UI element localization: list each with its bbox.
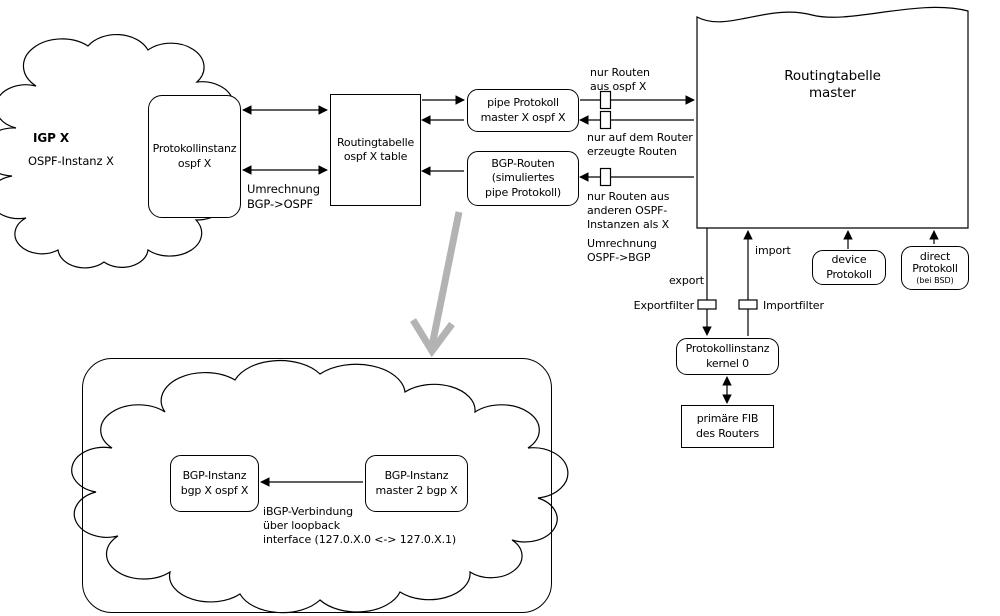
pipe-protokoll-box: pipe Protokoll master X ospf X: [467, 89, 579, 132]
bgp-routen-box: BGP-Routen (simuliertes pipe Protokoll): [467, 151, 579, 206]
filter-box: [599, 110, 612, 130]
protokollinstanz-ospf-box: Protokollinstanz ospf X: [148, 95, 241, 218]
device-protokoll-box: device Protokoll: [812, 250, 886, 285]
igp-cloud-subtitle: OSPF-Instanz X: [28, 154, 114, 168]
bgp-cloud-shape: [71, 359, 569, 614]
exportfilter-label: Exportfilter: [633, 299, 695, 312]
importfilter-label: Importfilter: [763, 299, 824, 312]
primaere-fib-box: primäre FIB des Routers: [681, 405, 774, 448]
bgp-instanz-ospf-box: BGP-Instanz bgp X ospf X: [170, 455, 259, 512]
umrechnung-bgp-ospf-label: Umrechnung BGP->OSPF: [247, 182, 320, 211]
nur-router-erzeugt-label: nur auf dem Router erzeugte Routen: [587, 131, 693, 159]
filter-box: [599, 167, 612, 187]
export-label: export: [668, 274, 704, 287]
import-filter-box: [738, 299, 758, 310]
routingtabelle-ospf-box: Routingtabelle ospf X table: [330, 94, 421, 206]
export-filter-box: [697, 299, 717, 310]
master-table-shape: [696, 6, 969, 229]
gray-arrow-shaft: [428, 211, 463, 347]
routingtabelle-master-title: Routingtabelle master: [784, 68, 881, 102]
gray-arrow-head: [410, 318, 455, 358]
nur-routen-andere-label: nur Routen aus anderen OSPF- Instanzen a…: [587, 190, 670, 232]
umrechnung-ospf-bgp-label: Umrechnung OSPF->BGP: [587, 237, 657, 265]
protokollinstanz-kernel-box: Protokollinstanz kernel 0: [676, 338, 779, 375]
import-label: import: [755, 244, 791, 257]
bgp-instanz-master-box: BGP-Instanz master 2 bgp X: [365, 455, 468, 512]
filter-box: [599, 90, 612, 110]
igp-cloud-title: IGP X: [33, 131, 70, 145]
nur-routen-ospf-label: nur Routen aus ospf X: [590, 66, 650, 94]
direct-protokoll-box: direct Protokoll (bei BSD): [901, 246, 969, 290]
ibgp-connection-label: iBGP-Verbindung über loopback interface …: [263, 505, 457, 547]
direct-protokoll-note: (bei BSD): [916, 276, 954, 286]
bgp-container-box: [82, 358, 552, 613]
direct-protokoll-label: direct Protokoll: [912, 249, 958, 276]
